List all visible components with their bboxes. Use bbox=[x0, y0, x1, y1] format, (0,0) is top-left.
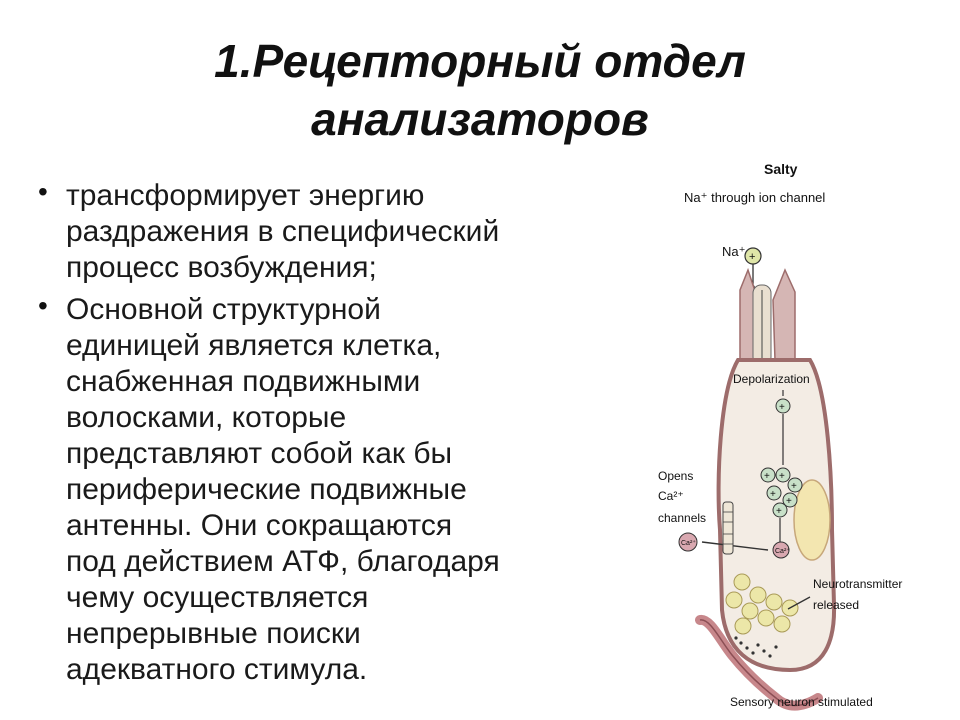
plus-sign-7: + bbox=[776, 506, 782, 517]
plus-sign-2: + bbox=[764, 471, 770, 482]
depolarization-label: Depolarization bbox=[733, 372, 810, 386]
bullet-text: Основной структурной единицей является к… bbox=[66, 293, 500, 686]
plus-sign-3: + bbox=[779, 471, 785, 482]
bullet-dot-icon: • bbox=[38, 176, 48, 207]
neurotransmitter-label-line2: released bbox=[813, 598, 859, 612]
slide-title: 1.Рецепторный отдел анализаторов bbox=[214, 35, 746, 145]
bullet-dot-icon: • bbox=[38, 290, 48, 321]
ca-entry-arrow bbox=[701, 541, 769, 551]
na-ion-icon: + bbox=[744, 247, 762, 265]
sensory-neuron-outline bbox=[699, 619, 819, 707]
ca-ion-outside-icon: Ca²⁺ bbox=[678, 532, 698, 552]
ca-outside-label: Ca²⁺ bbox=[681, 539, 696, 547]
na-ion-plus: + bbox=[749, 251, 755, 263]
ion-channel-icon bbox=[752, 284, 772, 366]
neurotransmitter-arrow bbox=[787, 596, 811, 610]
neurotransmitter-dots bbox=[734, 636, 778, 658]
taste-cell-diagram: Salty Na⁺ through ion channel Na⁺ + Depo… bbox=[658, 161, 902, 711]
bullet-list: • трансформирует энергию раздражения в с… bbox=[38, 176, 618, 694]
bullet-item: • трансформирует энергию раздражения в с… bbox=[38, 176, 618, 286]
charge-ions bbox=[760, 398, 803, 518]
neurotransmitter-label-line1: Neurotransmitter bbox=[813, 577, 902, 591]
opens-label-line2: Ca²⁺ bbox=[658, 489, 684, 503]
na-label: Na⁺ bbox=[722, 244, 745, 259]
ca-ion-inside-icon: Ca²⁺ bbox=[772, 541, 790, 559]
plus-sign-1: + bbox=[779, 402, 785, 413]
ca-inside-label: Ca²⁺ bbox=[775, 547, 790, 555]
bullet-item: • Основной структурной единицей является… bbox=[38, 290, 618, 688]
diagram-subtitle: Na⁺ through ion channel bbox=[684, 190, 825, 205]
opens-label-line3: channels bbox=[658, 511, 706, 525]
plus-sign-5: + bbox=[770, 489, 776, 500]
ca-channel-icon bbox=[722, 501, 734, 555]
microvillus-right bbox=[772, 268, 796, 361]
diagram-title: Salty bbox=[764, 161, 798, 177]
sensory-label: Sensory neuron stimulated bbox=[730, 695, 873, 709]
opens-label-line1: Opens bbox=[658, 469, 693, 483]
vesicles-cluster bbox=[725, 573, 799, 635]
bullet-text: трансформирует энергию раздражения в спе… bbox=[66, 179, 500, 284]
nucleus-shape bbox=[793, 479, 831, 561]
plus-sign-6: + bbox=[786, 496, 792, 507]
plus-sign-4: + bbox=[791, 481, 797, 492]
